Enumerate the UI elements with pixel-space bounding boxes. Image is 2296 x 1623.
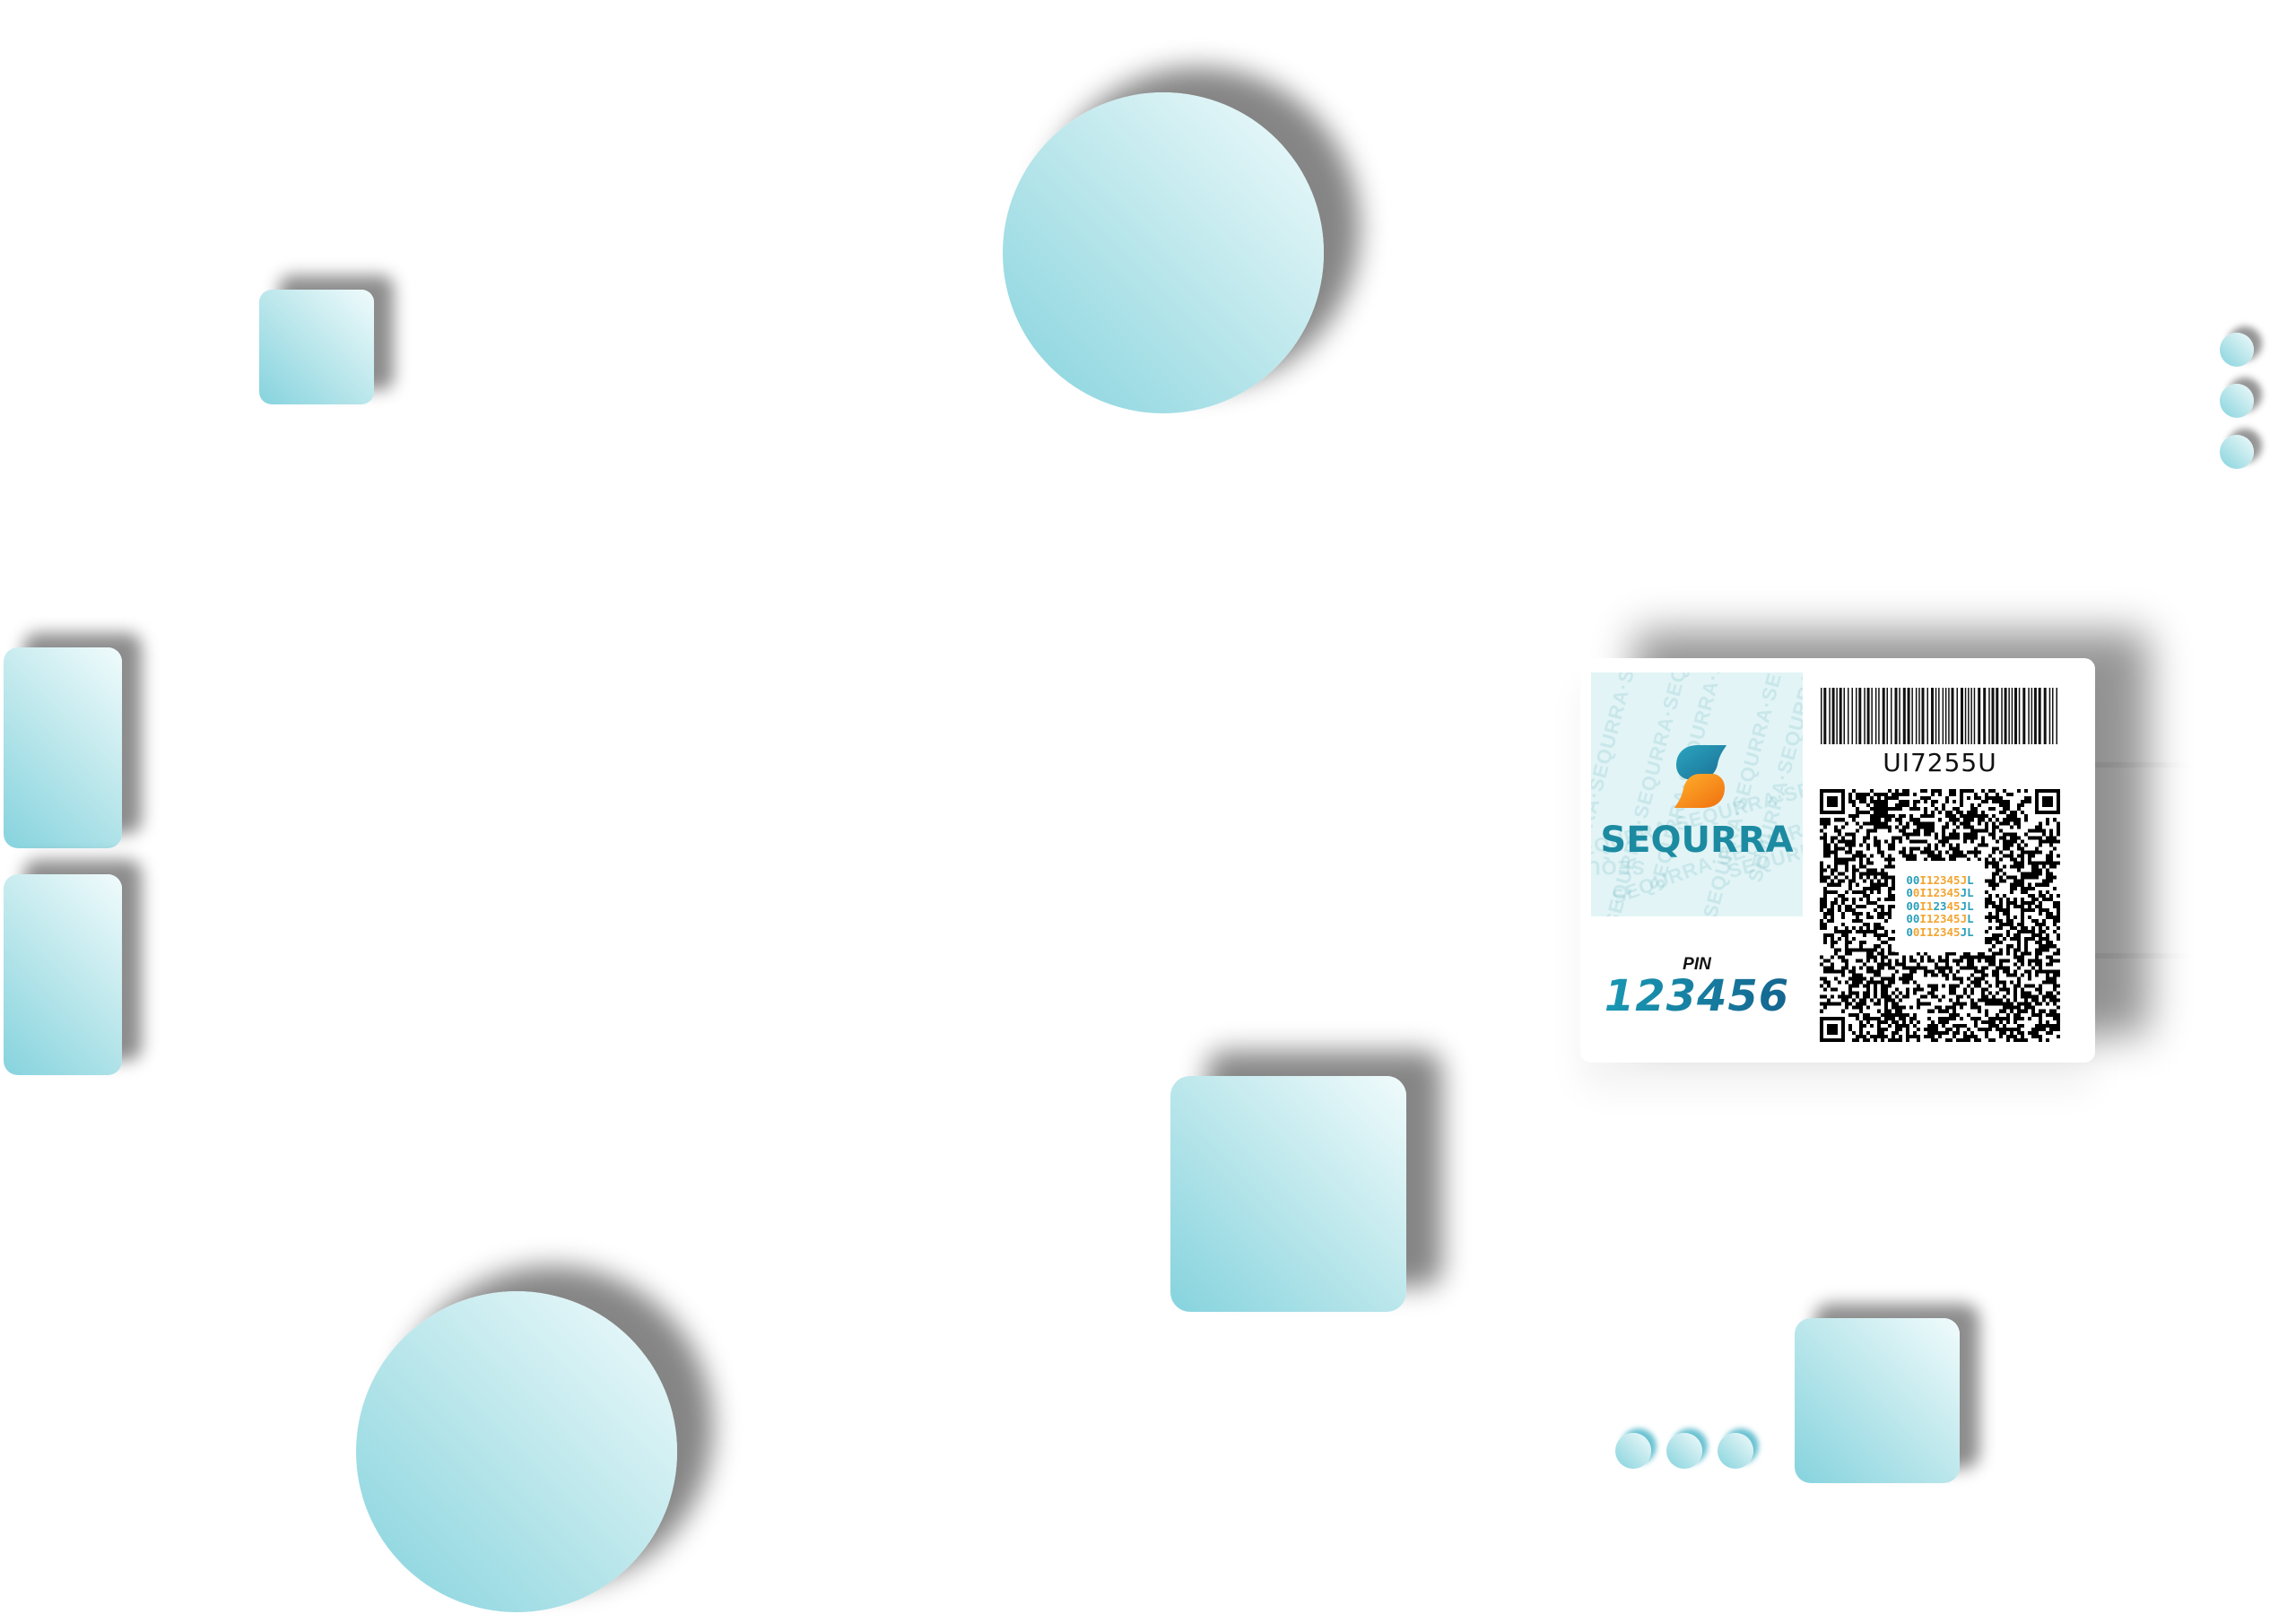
decorative-dot (2220, 333, 2254, 367)
barcode-bar (1964, 688, 1967, 744)
barcode-bar (1983, 688, 1987, 744)
barcode-bar (1864, 688, 1866, 744)
barcode-bar (2001, 688, 2003, 744)
sequrra-s-logo-icon (1674, 745, 1726, 808)
barcode-bar (1911, 688, 1913, 744)
barcode-bar (1907, 688, 1910, 744)
barcode-bar (1891, 688, 1892, 744)
barcode-bar (2018, 688, 2021, 744)
qr-code-line: 00I12345JL (1906, 886, 1974, 900)
decorative-circle-bottom (356, 1291, 677, 1612)
barcode-bar (2028, 688, 2030, 744)
barcode-bar (2022, 688, 2026, 744)
barcode-bar (1899, 688, 1900, 744)
qr-code-line: 00I12345JL (1906, 872, 1974, 887)
barcode-bar (2008, 688, 2010, 744)
barcode-bar (1858, 688, 1862, 744)
decorative-square-small (259, 290, 374, 404)
decorative-dot (2220, 384, 2254, 418)
barcode-bar (1935, 688, 1937, 744)
barcode-bar (1831, 688, 1835, 744)
barcode-bar (1944, 688, 1947, 744)
barcode-bar (2011, 688, 2013, 744)
barcode-bar (1915, 688, 1918, 744)
decorative-rectangle-left-1 (4, 647, 122, 848)
barcode-bar (2004, 688, 2007, 744)
barcode-bar (2033, 688, 2037, 744)
decorative-dot (1666, 1433, 1702, 1469)
barcode-icon (1821, 688, 2057, 744)
barcode-bar (1970, 688, 1972, 744)
barcode-bar (1836, 688, 1838, 744)
barcode-bar (1996, 688, 1999, 744)
barcode-bar (1886, 688, 1888, 744)
card-side-line (2095, 953, 2194, 959)
barcode-bar (1848, 688, 1849, 744)
decorative-dot (1615, 1433, 1651, 1469)
barcode-bar (1878, 688, 1880, 744)
pin-value: 123456 (1580, 971, 1813, 1021)
barcode-bar (1902, 688, 1906, 744)
barcode-bar (1874, 688, 1877, 744)
decorative-square-bottom-right (1795, 1318, 1960, 1483)
barcode-bar (1871, 688, 1873, 744)
barcode-bar (1926, 688, 1928, 744)
decorative-square-middle (1170, 1076, 1406, 1312)
barcode-bar (2043, 688, 2047, 744)
barcode-bar (2031, 688, 2033, 744)
barcode-bar (2038, 688, 2041, 744)
qr-code-line: 00I12345JL (1906, 898, 1974, 913)
qr-code-line: 00I12345JL (1906, 924, 1974, 939)
barcode-bar (1948, 688, 1950, 744)
barcode-bar (1851, 688, 1853, 744)
qr-finder-pattern (1820, 1016, 1845, 1042)
decorative-dot (2220, 435, 2254, 469)
barcode-bar (2052, 688, 2054, 744)
barcode-bar (1843, 688, 1845, 744)
barcode-bar (1921, 688, 1925, 744)
barcode-bar (1951, 688, 1954, 744)
barcode-bar (1931, 688, 1934, 744)
barcode-bar (1866, 688, 1870, 744)
barcode-bar (1973, 688, 1976, 744)
qr-finder-pattern (2035, 789, 2060, 815)
barcode-bar (1988, 688, 1990, 744)
decorative-rectangle-left-2 (4, 874, 122, 1075)
barcode-bar (1821, 688, 1822, 744)
barcode-bar (1942, 688, 1944, 744)
barcode-bar (1961, 688, 1963, 744)
barcode-bar (1894, 688, 1898, 744)
barcode-bar (2056, 688, 2057, 744)
barcode-bar (1918, 688, 1920, 744)
decorative-dot (1718, 1433, 1753, 1469)
barcode-text: UI7255U (1883, 748, 1997, 777)
barcode-bar (1978, 688, 1981, 744)
card-side-line (2095, 762, 2194, 768)
barcode-bar (1829, 688, 1831, 744)
barcode-bar (1956, 688, 1958, 744)
brand-name: SEQURRA (1600, 820, 1794, 861)
barcode-bar (2014, 688, 2017, 744)
barcode-bar (1991, 688, 1995, 744)
barcode-bar (1823, 688, 1827, 744)
qr-finder-pattern (1820, 789, 1845, 815)
pin-label: PIN (1683, 955, 1711, 974)
decorative-circle-top (1003, 92, 1324, 413)
qr-code-line: 00I12345JL (1906, 912, 1974, 926)
barcode-bar (2048, 688, 2051, 744)
barcode-bar (1968, 688, 1970, 744)
barcode-bar (1856, 688, 1857, 744)
barcode-bar (1882, 688, 1885, 744)
barcode-bar (1938, 688, 1940, 744)
barcode-bar (1839, 688, 1842, 744)
